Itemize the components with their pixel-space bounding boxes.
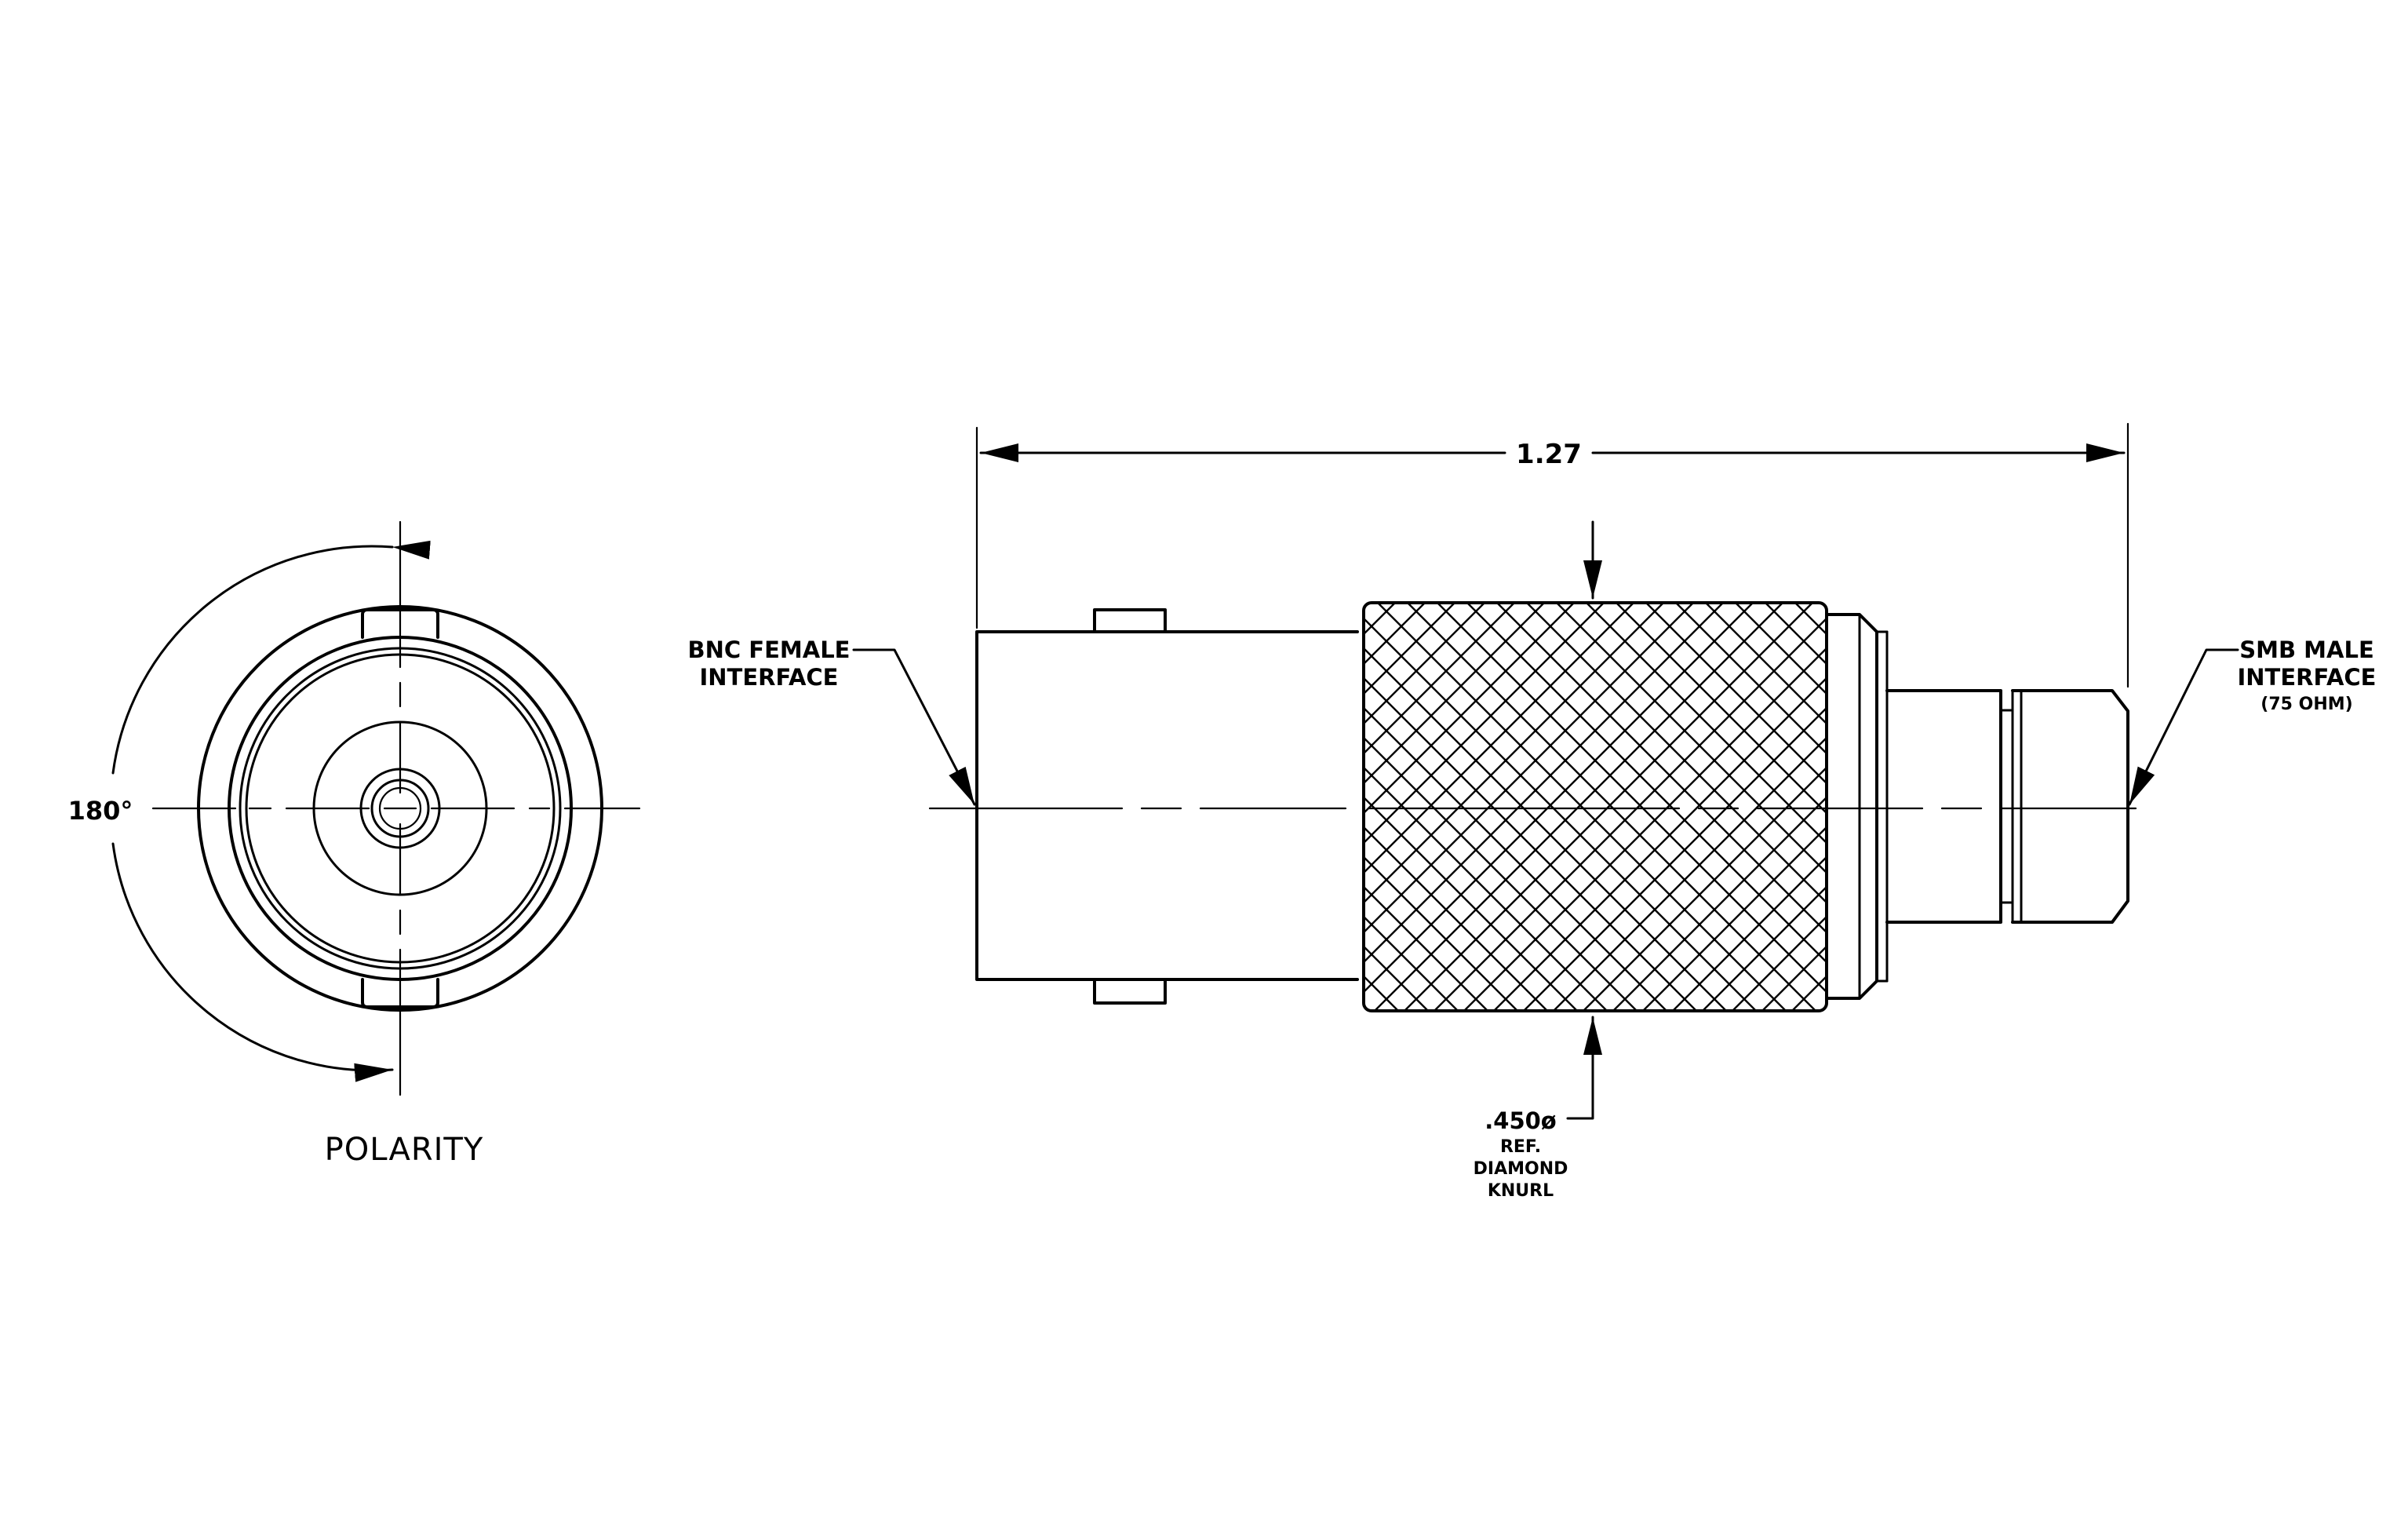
knurl-body: [1362, 601, 1828, 1012]
overall-length-label: 1.27: [1516, 439, 1582, 470]
smb-label-line1: SMB MALE: [2239, 636, 2374, 663]
bnc-label-line2: INTERFACE: [699, 664, 838, 691]
angle-label: 180°: [68, 796, 133, 826]
smb-label-line2: INTERFACE: [2237, 664, 2376, 691]
bnc-body: [975, 630, 1359, 981]
angle-arc-upper: [111, 540, 431, 775]
side-view: 1.27 BNC FEMALE INTERFACE SMB MALE INTER…: [688, 422, 2377, 1201]
smb-shank: [1885, 689, 2002, 924]
smb-leader: [2128, 648, 2239, 806]
knurl-arrow-bottom: [1566, 1016, 1602, 1120]
polarity-caption: POLARITY: [325, 1132, 484, 1168]
knurl-fill: [1364, 603, 1827, 1011]
bnc-label-line1: BNC FEMALE: [688, 636, 851, 663]
bnc-stud-bottom: [1093, 978, 1167, 1005]
angle-arc-lower: [111, 842, 394, 1082]
bnc-stud-top: [1093, 608, 1167, 633]
bnc-leader: [852, 648, 976, 806]
knurl-label-line3: DIAMOND: [1474, 1159, 1568, 1179]
flange: [1825, 613, 1878, 1000]
smb-tip: [2011, 689, 2129, 924]
knurl-dia-label: .450ø: [1485, 1107, 1556, 1134]
knurl-label-line2: REF.: [1500, 1137, 1541, 1157]
smb-label-line3: (75 OHM): [2260, 695, 2352, 714]
polarity-view: 180° POLARITY: [68, 520, 641, 1168]
knurl-label-line4: KNURL: [1488, 1181, 1554, 1201]
